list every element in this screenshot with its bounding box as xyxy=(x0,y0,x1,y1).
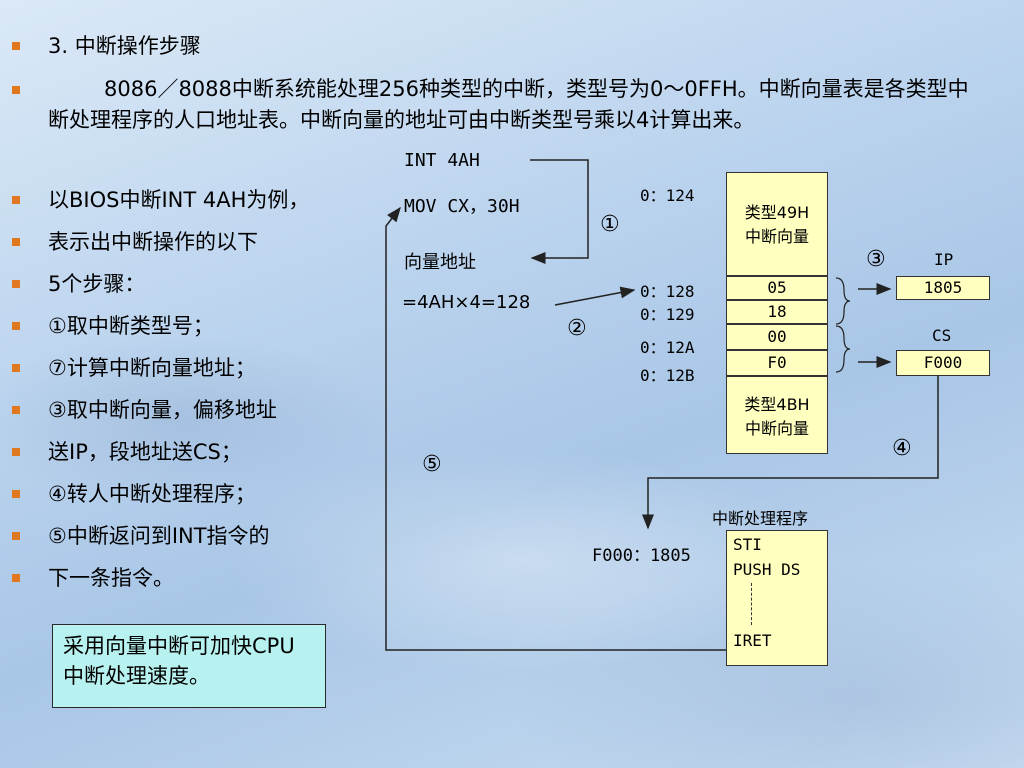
step1-arrow xyxy=(530,159,589,264)
bullet-square-icon xyxy=(12,86,20,94)
bullet-text: ①取中断类型号； xyxy=(48,314,214,338)
handler-title: 中断处理程序 xyxy=(712,509,809,528)
type-49h-vector-cell: 类型49H 中断向量 xyxy=(726,172,828,276)
address-0-12b: 0：12B xyxy=(640,366,695,385)
bullet-square-icon xyxy=(12,448,20,456)
address-0-128: 0：128 xyxy=(640,282,695,301)
cs-register-value: F000 xyxy=(896,350,990,376)
section-heading: 3. 中断操作步骤 xyxy=(48,34,201,58)
step-2-marker: ② xyxy=(567,316,587,341)
cs-brace xyxy=(835,325,851,373)
step-3-marker: ③ xyxy=(866,247,886,272)
step2-arrow xyxy=(554,286,636,306)
handler-routine-box: STI PUSH DS IRET xyxy=(726,530,828,666)
bullet-square-icon xyxy=(12,280,20,288)
type-49h-label: 类型49H xyxy=(744,203,810,222)
bullet-square-icon xyxy=(12,42,20,50)
vector-byte-05: 05 xyxy=(726,276,828,300)
bullet-text: ④转人中断处理程序； xyxy=(48,482,256,506)
ip-register-label: IP xyxy=(934,250,954,269)
bullet-text: 送IP，段地址送CS； xyxy=(48,440,242,464)
code-mov-line: MOV CX，30H xyxy=(404,196,520,217)
vector-address-calc: =4AH×4=128 xyxy=(402,292,531,313)
address-0-124: 0：124 xyxy=(640,186,695,205)
step-1-marker: ① xyxy=(600,212,620,237)
intro-paragraph: 8086／8088中断系统能处理256种类型的中断，类型号为0～0FFH。中断向… xyxy=(48,77,969,132)
bullet-square-icon xyxy=(12,574,20,582)
bullet-text: 5个步骤： xyxy=(48,272,146,296)
bullet-square-icon xyxy=(12,196,20,204)
step-5-marker: ⑤ xyxy=(422,452,442,477)
type-49h-sublabel: 中断向量 xyxy=(744,227,809,246)
handler-line-push: PUSH DS xyxy=(733,560,801,579)
bullet-square-icon xyxy=(12,406,20,414)
address-0-129: 0：129 xyxy=(640,305,695,324)
bullet-square-icon xyxy=(12,364,20,372)
step-4-marker: ④ xyxy=(892,436,912,461)
bullet-square-icon xyxy=(12,238,20,246)
bullet-text: ⑦计算中断向量地址； xyxy=(48,356,256,380)
type-4bh-sublabel: 中断向量 xyxy=(744,419,809,438)
handler-line-sti: STI xyxy=(733,535,762,554)
vector-byte-00: 00 xyxy=(726,324,828,350)
address-0-12a: 0：12A xyxy=(640,338,695,357)
handler-line-iret: IRET xyxy=(733,631,772,650)
ip-brace xyxy=(835,277,851,325)
cs-register-label: CS xyxy=(932,326,952,345)
type-4bh-label: 类型4BH xyxy=(744,395,810,414)
vector-byte-18: 18 xyxy=(726,300,828,324)
bullet-text: 以BIOS中断INT 4AH为例， xyxy=(48,188,310,212)
bullet-text: ⑤中断返问到INT指令的 xyxy=(48,524,270,548)
vector-address-label: 向量地址 xyxy=(404,252,476,273)
ip-register-value: 1805 xyxy=(896,276,990,300)
type-4bh-vector-cell: 类型4BH 中断向量 xyxy=(726,376,828,454)
vector-byte-f0: F0 xyxy=(726,350,828,376)
handler-ellipsis-line xyxy=(751,583,821,625)
bullet-square-icon xyxy=(12,322,20,330)
bullet-text: ③取中断向量，偏移地址 xyxy=(48,398,277,422)
step4-arrow xyxy=(642,376,939,530)
note-box: 采用向量中断可加快CPU中断处理速度。 xyxy=(52,624,326,708)
bullet-text: 下一条指令。 xyxy=(48,566,174,590)
bullet-square-icon xyxy=(12,490,20,498)
handler-address: F000：1805 xyxy=(592,546,691,566)
bullet-square-icon xyxy=(12,532,20,540)
bullet-text: 表示出中断操作的以下 xyxy=(48,230,258,254)
code-int-line: INT 4AH xyxy=(404,150,480,171)
step5-arrow xyxy=(385,206,728,651)
